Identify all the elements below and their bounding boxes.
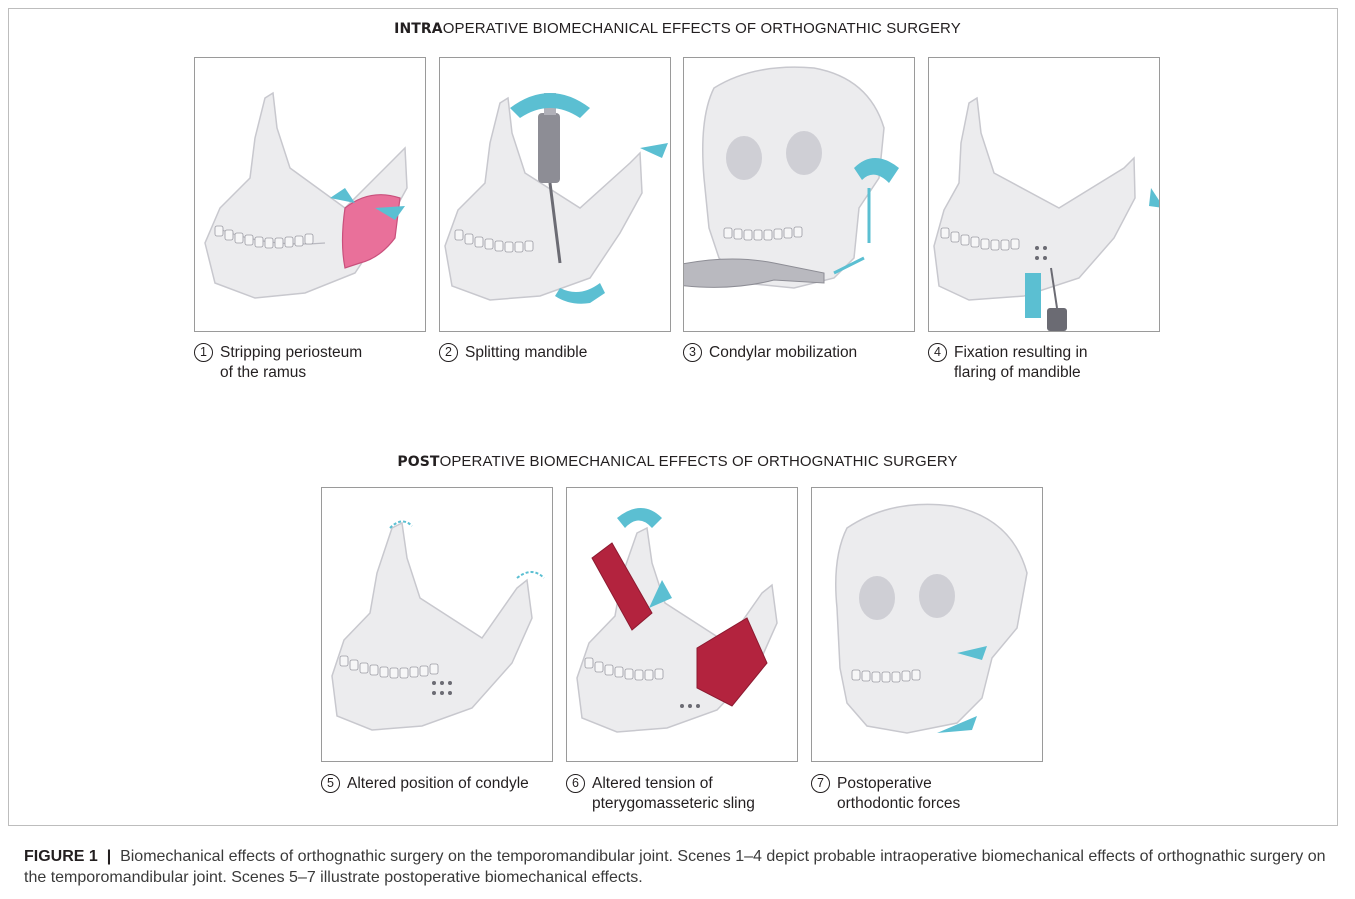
mandible-fixation-image [929,58,1159,331]
skull-orthodontic-forces-image [812,488,1042,761]
scene-3-illustration [683,57,915,332]
scene-2-illustration [439,57,671,332]
mandible-split-image [440,58,670,331]
scene-number-badge: 7 [811,774,830,793]
scene-4-illustration [928,57,1160,332]
figure-caption: FIGURE 1 | Biomechanical effects of orth… [24,846,1334,888]
mandible-pterygomasseteric-sling-image [567,488,797,761]
scene-6-illustration [566,487,798,762]
scene-7-illustration [811,487,1043,762]
scene-5-illustration [321,487,553,762]
scene-number-badge: 1 [194,343,213,362]
figure-caption-text: Biomechanical effects of orthognathic su… [24,848,1326,886]
postoperative-section-title: POSTOPERATIVE BIOMECHANICAL EFFECTS OF O… [0,453,1355,470]
scene-number-badge: 2 [439,343,458,362]
skull-condylar-mobilization-image [684,58,914,331]
intraoperative-section-title: INTRAOPERATIVE BIOMECHANICAL EFFECTS OF … [0,20,1355,37]
mandible-condyle-position-image [322,488,552,761]
scene-number-badge: 5 [321,774,340,793]
scene-number-badge: 6 [566,774,585,793]
scene-number-badge: 4 [928,343,947,362]
scene-1-illustration [194,57,426,332]
figure-label: FIGURE 1 [24,848,98,865]
mandible-with-periosteum-image [195,58,425,331]
scene-number-badge: 3 [683,343,702,362]
figure-caption-separator: | [107,848,111,865]
